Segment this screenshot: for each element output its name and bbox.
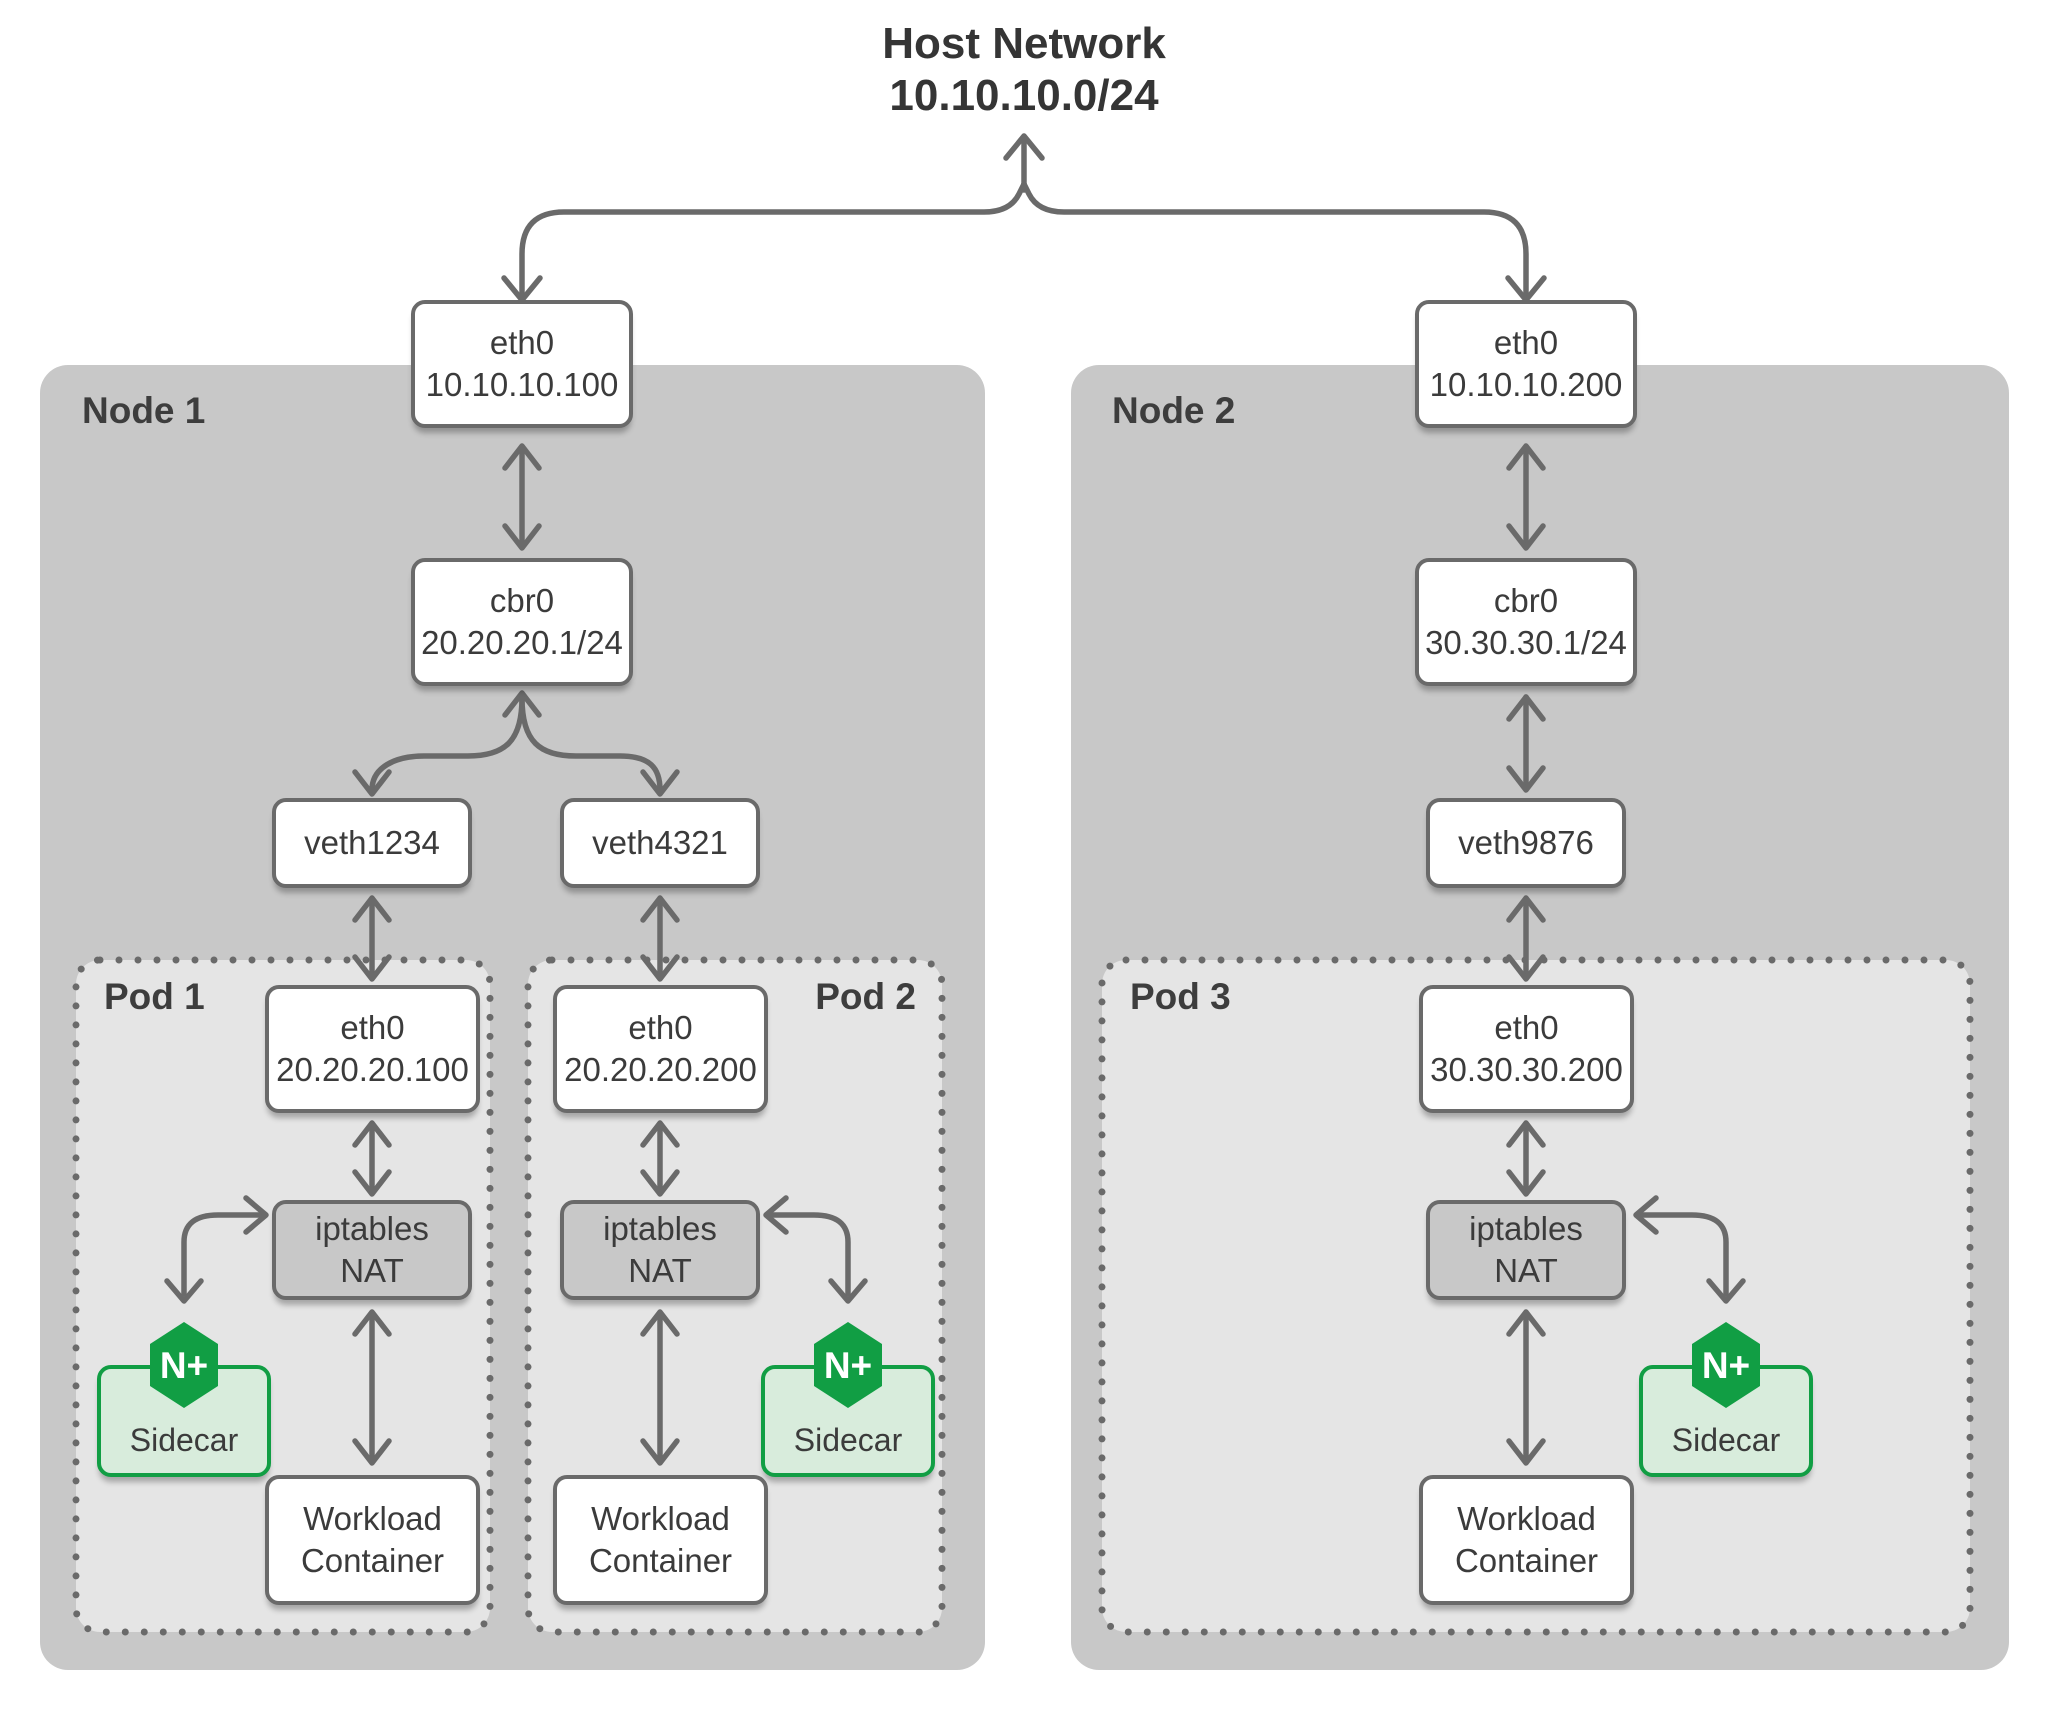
pod3-sidecar-label: Sidecar [1671, 1422, 1781, 1458]
pod1-workload-line1: Workload [303, 1500, 442, 1537]
node1-cbr0-cidr: 20.20.20.1/24 [421, 624, 623, 661]
svg-text:N+: N+ [160, 1345, 208, 1386]
pod1-eth0-box: eth0 20.20.20.100 [265, 985, 480, 1113]
pod3-eth0-name: eth0 [1494, 1009, 1559, 1046]
pod3-workload-line1: Workload [1457, 1500, 1596, 1537]
pod1-workload-container-box: Workload Container [265, 1475, 480, 1605]
pod3-sidecar-nat-arrow [1633, 1195, 1746, 1304]
node1-cbr0-name: cbr0 [489, 582, 555, 619]
pod2-eth0-box: eth0 20.20.20.200 [553, 985, 768, 1113]
pod2-workload-container-box: Workload Container [553, 1475, 768, 1605]
node1-eth0-ip: 10.10.10.100 [425, 366, 619, 403]
pod1-nat-line1: iptables [315, 1210, 429, 1247]
node2-cbr0-cidr: 30.30.30.1/24 [1425, 624, 1627, 661]
host-network-title-line1: Host Network [882, 19, 1166, 68]
node1-eth0-cbr0-arrow [502, 443, 542, 551]
eth0-nat-arrows [352, 1120, 1546, 1197]
pod-2-label: Pod 2 [815, 976, 916, 1017]
pod-1-label: Pod 1 [104, 976, 205, 1017]
pod1-nginx-plus-icon: N+ [150, 1322, 218, 1408]
svg-text:N+: N+ [1702, 1345, 1750, 1386]
pod-3-label: Pod 3 [1130, 976, 1231, 1017]
pod2-eth0-ip: 20.20.20.200 [564, 1051, 757, 1088]
pod2-nginx-plus-icon: N+ [814, 1322, 882, 1408]
node2-eth0-name: eth0 [1493, 324, 1559, 361]
pod1-eth0-ip: 20.20.20.100 [276, 1051, 469, 1088]
node1-eth0-name: eth0 [489, 324, 555, 361]
node1-cbr0-fork-arrow [352, 690, 680, 797]
host-network-title: Host Network 10.10.10.0/24 [0, 18, 2048, 122]
pod1-iptables-nat-box: iptables NAT [272, 1200, 472, 1300]
host-network-connector [501, 133, 1547, 303]
pod2-nat-line1: iptables [603, 1210, 717, 1247]
nat-workload-arrows [352, 1309, 1546, 1466]
node2-cbr0-box: cbr0 30.30.30.1/24 [1415, 558, 1637, 686]
pod2-workload-line1: Workload [591, 1500, 730, 1537]
host-network-title-line2: 10.10.10.0/24 [889, 71, 1159, 120]
node2-eth0-ip: 10.10.10.200 [1429, 366, 1623, 403]
pod3-nat-line1: iptables [1469, 1210, 1583, 1247]
pod2-iptables-nat-box: iptables NAT [560, 1200, 760, 1300]
veth1234-box: veth1234 [272, 798, 472, 888]
pod2-eth0-name: eth0 [628, 1009, 693, 1046]
veth9876-box: veth9876 [1426, 798, 1626, 888]
pod1-eth0-name: eth0 [340, 1009, 405, 1046]
pod3-iptables-nat-box: iptables NAT [1426, 1200, 1626, 1300]
veth-pod-eth0-arrows [352, 895, 1546, 982]
node-1-label: Node 1 [82, 390, 206, 431]
pod3-eth0-ip: 30.30.30.200 [1430, 1051, 1623, 1088]
node2-cbr0-name: cbr0 [1493, 582, 1559, 619]
pod2-workload-line2: Container [588, 1542, 733, 1579]
node1-eth0-box: eth0 10.10.10.100 [411, 300, 633, 428]
veth4321-box: veth4321 [560, 798, 760, 888]
pod3-workload-line2: Container [1454, 1542, 1599, 1579]
pod3-eth0-box: eth0 30.30.30.200 [1419, 985, 1634, 1113]
node-2-label: Node 2 [1112, 390, 1236, 431]
pod1-workload-line2: Container [300, 1542, 445, 1579]
pod3-nat-line2: NAT [1494, 1252, 1558, 1289]
pod3-workload-container-box: Workload Container [1419, 1475, 1634, 1605]
pod3-nginx-plus-icon: N+ [1692, 1322, 1760, 1408]
pod2-nat-line2: NAT [628, 1252, 692, 1289]
node2-cbr0-veth-arrow [1506, 694, 1546, 793]
pod2-sidecar-label: Sidecar [793, 1422, 903, 1458]
pod1-sidecar-nat-arrow [164, 1195, 269, 1304]
svg-text:N+: N+ [824, 1345, 872, 1386]
node2-eth0-box: eth0 10.10.10.200 [1415, 300, 1637, 428]
pod2-sidecar-nat-arrow [763, 1195, 868, 1304]
pod1-nat-line2: NAT [340, 1252, 404, 1289]
node1-cbr0-box: cbr0 20.20.20.1/24 [411, 558, 633, 686]
node2-eth0-cbr0-arrow [1506, 443, 1546, 551]
pod1-sidecar-label: Sidecar [129, 1422, 239, 1458]
